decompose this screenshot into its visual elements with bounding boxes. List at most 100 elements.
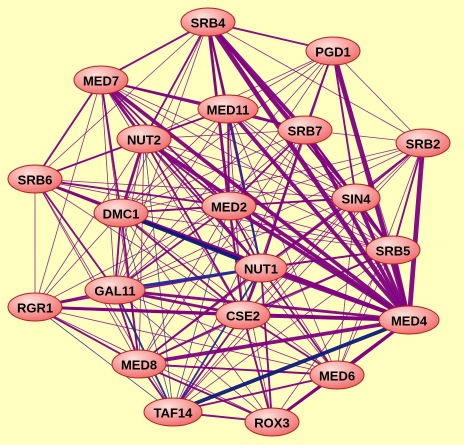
- edge-srb4-srb2: [207, 21, 424, 144]
- edge-med11-nut1: [227, 108, 262, 269]
- node-med6[interactable]: MED6: [309, 360, 365, 390]
- edge-srb7-dmc1: [120, 129, 306, 214]
- node-sin4[interactable]: SIN4: [331, 183, 381, 213]
- edge-dmc1-rgr1: [34, 212, 122, 308]
- edge-srb6-cse2: [34, 178, 244, 316]
- node-label: PGD1: [315, 45, 350, 60]
- edge-rgr1-cse2: [34, 305, 244, 317]
- edge-srb6-gal11: [34, 178, 116, 291]
- edge-cse2-rox3: [242, 314, 273, 423]
- edge-nut1-taf14: [172, 267, 262, 413]
- node-shape: [7, 292, 63, 322]
- node-shape: [93, 198, 149, 228]
- edge-rgr1-taf14: [34, 306, 174, 413]
- edge-srb4-gal11: [114, 21, 209, 291]
- node-label: NUT2: [127, 133, 161, 148]
- node-taf14[interactable]: TAF14: [143, 397, 203, 427]
- node-med4[interactable]: MED4: [378, 305, 440, 335]
- edge-pgd1-srb2: [332, 50, 424, 144]
- node-label: TAF14: [154, 406, 194, 421]
- edge-srb2-dmc1: [120, 142, 424, 214]
- node-shape: [111, 349, 167, 379]
- node-shape: [305, 36, 361, 66]
- node-label: MED11: [207, 103, 250, 118]
- node-cse2[interactable]: CSE2: [215, 300, 271, 330]
- node-shape: [7, 164, 63, 194]
- node-med11[interactable]: MED11: [197, 94, 259, 124]
- node-label: DMC1: [103, 207, 140, 222]
- node-med7[interactable]: MED7: [73, 65, 129, 95]
- edge-srb7-med4: [303, 129, 411, 321]
- edge-med2-taf14: [172, 205, 230, 413]
- edge-srb6-med8: [34, 178, 140, 365]
- edge-nut2-rgr1: [34, 138, 145, 308]
- node-shape: [395, 128, 451, 158]
- edge-med2-med6: [228, 205, 338, 376]
- node-shape: [309, 360, 365, 390]
- edge-taf14-med4: [172, 318, 410, 414]
- node-label: SIN4: [342, 192, 372, 207]
- edge-med11-gal11: [114, 108, 229, 291]
- node-srb5[interactable]: SRB5: [365, 235, 421, 265]
- node-rgr1[interactable]: RGR1: [7, 292, 63, 322]
- edge-pgd1-nut2: [143, 50, 334, 140]
- node-shape: [73, 65, 129, 95]
- node-srb6[interactable]: SRB6: [7, 164, 63, 194]
- node-shape: [277, 115, 333, 145]
- node-nut1[interactable]: NUT1: [234, 253, 288, 283]
- node-shape: [378, 305, 440, 335]
- node-shape: [84, 275, 146, 305]
- node-dmc1[interactable]: DMC1: [93, 198, 149, 228]
- edge-srb2-med2: [228, 142, 424, 207]
- edge-med2-gal11: [114, 205, 230, 291]
- node-label: SRB7: [288, 124, 323, 139]
- edge-med7-med4: [99, 78, 411, 322]
- node-shape: [116, 124, 172, 154]
- node-shape: [365, 235, 421, 265]
- edge-nut2-cse2: [143, 138, 244, 316]
- node-shape: [180, 7, 236, 37]
- edge-srb6-med2: [34, 178, 230, 207]
- node-label: MED6: [319, 369, 355, 384]
- node-shape: [244, 407, 300, 437]
- node-label: NUT1: [244, 262, 278, 277]
- node-label: SRB4: [191, 16, 226, 31]
- edge-med8-rox3: [138, 363, 273, 423]
- edge-med11-med4: [226, 107, 411, 322]
- edge-med7-nut1: [100, 79, 262, 269]
- edge-med8-med6: [138, 363, 338, 376]
- node-label: MED8: [121, 358, 157, 373]
- edge-sin4-nut1: [260, 197, 357, 269]
- node-shape: [197, 94, 259, 124]
- node-srb4[interactable]: SRB4: [180, 7, 236, 37]
- node-label: ROX3: [254, 416, 289, 431]
- node-label: SRB5: [376, 244, 411, 259]
- node-shape: [331, 183, 381, 213]
- node-srb2[interactable]: SRB2: [395, 128, 451, 158]
- edge-med2-cse2: [228, 205, 244, 316]
- node-nut2[interactable]: NUT2: [116, 124, 172, 154]
- node-label: CSE2: [226, 309, 260, 324]
- node-med8[interactable]: MED8: [111, 349, 167, 379]
- edge-cse2-taf14: [172, 314, 244, 413]
- edge-srb2-med4: [406, 142, 426, 321]
- node-pgd1[interactable]: PGD1: [305, 36, 361, 66]
- edge-med11-med2: [227, 108, 230, 207]
- node-srb7[interactable]: SRB7: [277, 115, 333, 145]
- node-label: RGR1: [17, 301, 53, 316]
- node-med2[interactable]: MED2: [201, 191, 257, 221]
- node-gal11[interactable]: GAL11: [84, 275, 146, 305]
- node-label: MED7: [83, 74, 119, 89]
- node-shape: [215, 300, 271, 330]
- edge-dmc1-nut1: [120, 211, 262, 270]
- edge-med2-rgr1: [34, 205, 230, 308]
- edge-pgd1-med4: [330, 50, 412, 321]
- edge-srb4-med4: [206, 20, 411, 322]
- edge-med8-med4: [138, 318, 410, 366]
- node-shape: [143, 397, 203, 427]
- edge-med7-srb6: [34, 79, 102, 180]
- node-label: GAL11: [94, 284, 135, 299]
- edge-srb2-srb5: [392, 142, 424, 251]
- node-rox3[interactable]: ROX3: [244, 407, 300, 437]
